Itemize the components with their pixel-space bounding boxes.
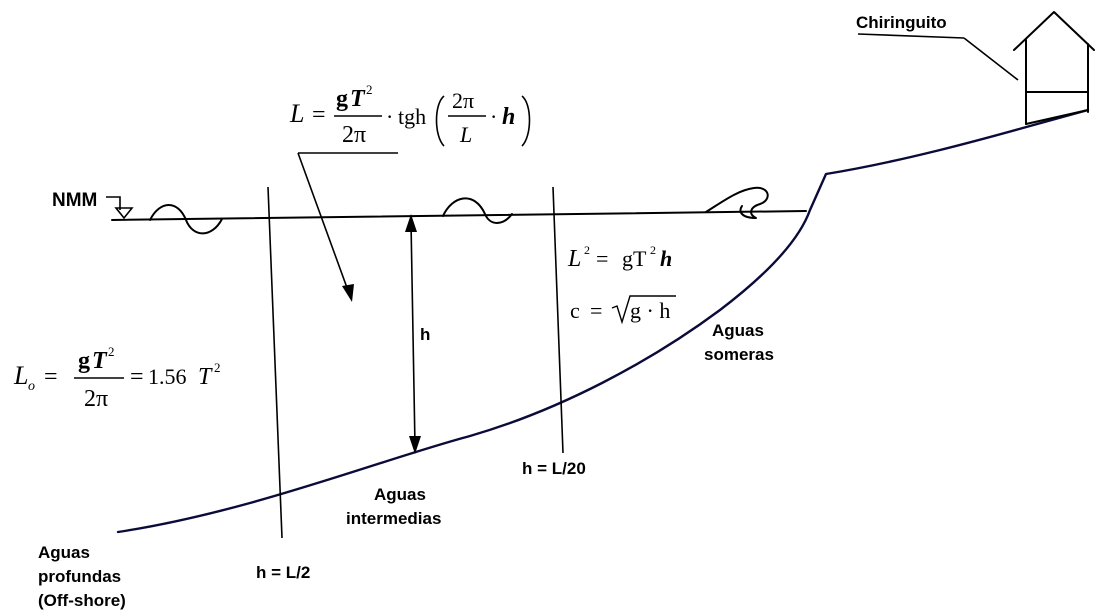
svg-text:gT: gT [622,246,647,271]
depth-arrow-shaft [410,221,416,447]
svg-text:·: · [386,104,393,129]
wave-intermediate [442,197,513,224]
formula-pointer-head [342,284,354,302]
intermediate-label-1: Aguas [374,485,426,504]
nmm-leader [106,196,121,210]
depth-arrow-down-head [409,436,421,454]
svg-text:2: 2 [214,360,221,375]
svg-text:2: 2 [584,243,590,257]
boundary-deep [267,186,283,539]
breaking-wave [705,186,769,219]
chiringuito-label: Chiringuito [856,13,947,32]
svg-text:2π: 2π [452,88,474,113]
deep-label-3: (Off-shore) [38,591,126,610]
sea-level-line [111,210,807,221]
svg-text:2π: 2π [84,386,108,412]
sea-level-label: NMM [52,190,97,211]
svg-text:h: h [660,246,672,271]
svg-text:=: = [44,364,58,390]
shallow-label-2: someras [704,345,774,364]
depth-label: h [420,325,430,344]
formula-shallow-celerity: c = g · h [570,295,676,325]
svg-text:=: = [130,364,144,390]
svg-text:g: g [78,348,90,374]
svg-text:=: = [312,102,326,128]
svg-text:T: T [350,86,366,112]
svg-text:=: = [596,246,608,271]
svg-text:T: T [198,364,213,390]
boundary-shallow [552,186,564,454]
svg-text:c: c [570,298,580,323]
svg-text:g · h: g · h [630,298,670,323]
svg-text:o: o [28,379,35,394]
svg-text:L: L [567,246,581,272]
limit-deep-label: h = L/2 [256,563,310,582]
svg-text:=: = [590,298,602,323]
chiringuito-leader [857,33,965,39]
svg-text:2: 2 [108,344,115,359]
svg-text:h: h [502,104,515,130]
shallow-label-1: Aguas [712,321,764,340]
svg-text:T: T [92,348,108,374]
svg-text:·: · [490,104,497,129]
svg-text:L: L [13,361,28,390]
svg-text:2π: 2π [342,122,366,148]
deep-label-2: profundas [38,567,121,586]
formula-pointer-line [297,152,351,297]
chiringuito-icon [1013,11,1095,125]
wave-offshore [149,204,223,235]
deep-label-1: Aguas [38,543,90,562]
svg-text:2: 2 [650,243,656,257]
svg-text:tgh: tgh [398,104,426,129]
svg-text:2: 2 [366,82,373,97]
limit-shallow-label: h = L/20 [522,459,586,478]
depth-arrow-up-head [405,214,417,232]
svg-text:1.56: 1.56 [148,364,187,389]
svg-text:L: L [289,99,304,128]
formula-general: L = g T 2 2π · tgh 2π L · h [289,82,531,148]
seabed-profile [116,108,1090,534]
chiringuito-leader-diag [963,37,1019,81]
formula-shallow-wavelength: L 2 = gT 2 h [567,243,672,272]
svg-text:L: L [459,122,472,147]
intermediate-label-2: intermedias [346,509,441,528]
sea-level-triangle-icon [114,207,134,220]
formula-deep-water: L o = g T 2 2π = 1.56 T 2 [13,344,221,412]
svg-text:g: g [336,86,348,112]
